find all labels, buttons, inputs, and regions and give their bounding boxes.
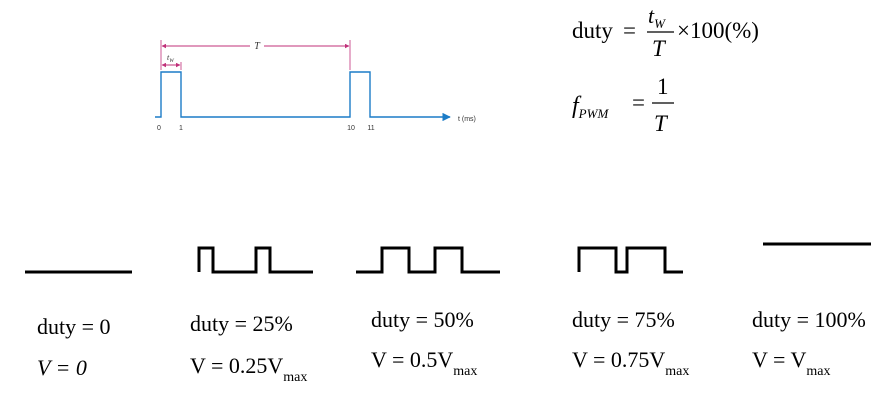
voltage-caption-50: V = 0.5Vmax: [371, 347, 477, 379]
duty-caption-100: duty = 100%: [752, 307, 866, 332]
fpwm-formula: fPWM = 1 T: [572, 74, 674, 136]
voltage-caption-100: V = Vmax: [752, 347, 831, 379]
pulse-waveform: [155, 71, 451, 122]
timing-diagram: T tW 0 1 10 11 t (ms): [155, 40, 476, 132]
fpwm-lhs: fPWM: [572, 93, 609, 121]
duty-caption-50: duty = 50%: [371, 307, 474, 332]
duty-denominator: T: [652, 36, 667, 61]
voltage-caption-0: V = 0: [37, 355, 87, 380]
duty-lhs: duty: [572, 18, 613, 43]
tick-1: 1: [179, 125, 183, 132]
captions: duty = 0 V = 0 duty = 25% V = 0.25Vmax d…: [37, 307, 866, 385]
waveform-duty-75: [577, 246, 683, 274]
tick-11: 11: [367, 125, 374, 132]
fpwm-denominator: T: [654, 111, 669, 136]
waveform-row: [25, 242, 871, 274]
duty-times-100: ×100(%): [677, 18, 759, 43]
duty-caption-0: duty = 0: [37, 314, 111, 339]
duty-formula: duty = tW T ×100(%): [572, 3, 759, 61]
axis-label: t (ms): [458, 116, 476, 123]
voltage-caption-25: V = 0.25Vmax: [190, 353, 307, 385]
voltage-caption-75: V = 0.75Vmax: [572, 347, 689, 379]
duty-equals: =: [623, 18, 636, 43]
fpwm-equals: =: [632, 90, 645, 115]
tick-0: 0: [157, 125, 161, 132]
duty-caption-75: duty = 75%: [572, 307, 675, 332]
fpwm-numerator: 1: [657, 74, 669, 99]
waveform-duty-50: [356, 246, 500, 274]
duty-caption-25: duty = 25%: [190, 311, 293, 336]
duty-numerator: tW: [648, 3, 666, 31]
width-label: tW: [167, 53, 174, 64]
tick-10: 10: [347, 125, 355, 132]
waveform-duty-25: [197, 246, 313, 274]
period-label: T: [254, 41, 261, 52]
